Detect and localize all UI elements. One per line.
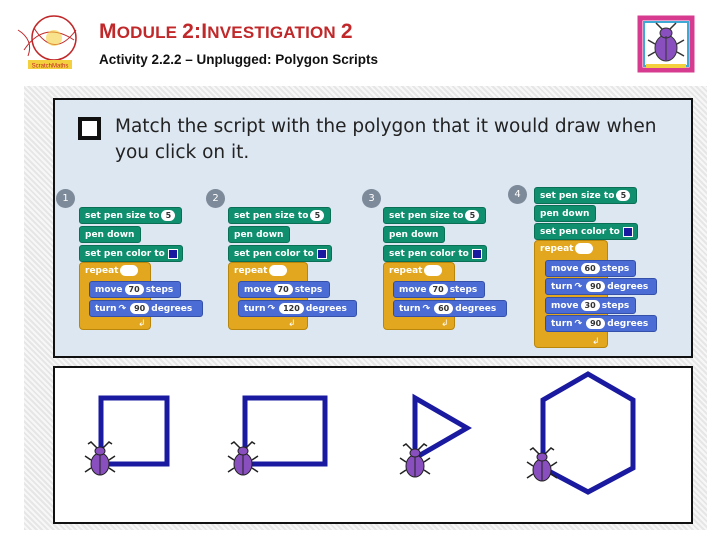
- color-swatch: [622, 226, 633, 237]
- page-title: MODULE 2:INVESTIGATION 2: [99, 20, 353, 43]
- set-pen-color-block[interactable]: set pen color to: [534, 223, 638, 240]
- beetle-logo-icon: [637, 15, 695, 73]
- color-swatch: [471, 248, 482, 259]
- pen-down-block[interactable]: pen down: [228, 226, 290, 243]
- polygon-drawings: [84, 371, 636, 495]
- beetle-icon: [526, 447, 558, 482]
- color-swatch: [316, 248, 327, 259]
- set-pen-color-block[interactable]: set pen color to: [228, 245, 332, 262]
- set-pen-color-block[interactable]: set pen color to: [79, 245, 183, 262]
- polygons-panel: [53, 366, 693, 524]
- loop-arrow-icon: ↲: [138, 318, 146, 328]
- script-number: 3: [362, 189, 381, 208]
- script-number: 2: [206, 189, 225, 208]
- page-subtitle: Activity 2.2.2 – Unplugged: Polygon Scri…: [99, 52, 379, 67]
- instruction-text: Match the script with the polygon that i…: [115, 116, 657, 163]
- loop-arrow-icon: ↲: [441, 318, 449, 328]
- hexagon-shape: [540, 371, 636, 495]
- pen-down-block[interactable]: pen down: [79, 226, 141, 243]
- beetle-icon: [399, 443, 431, 478]
- rectangle-shape: [242, 395, 328, 467]
- pen-down-block[interactable]: pen down: [383, 226, 445, 243]
- script-number: 1: [56, 189, 75, 208]
- beetle-icon: [84, 441, 116, 476]
- task-checkbox[interactable]: [78, 117, 101, 140]
- set-pen-color-block[interactable]: set pen color to: [383, 245, 487, 262]
- pen-down-block[interactable]: pen down: [534, 205, 596, 222]
- logo-text: ScratchMaths: [32, 64, 69, 70]
- scratch-maths-logo-icon: ScratchMaths: [17, 15, 77, 70]
- beetle-icon: [227, 441, 259, 476]
- script-number: 4: [508, 185, 527, 204]
- color-swatch: [167, 248, 178, 259]
- loop-arrow-icon: ↲: [288, 318, 296, 328]
- triangle-shape: [412, 393, 473, 463]
- loop-arrow-icon: ↲: [592, 336, 600, 346]
- square-shape: [98, 395, 170, 467]
